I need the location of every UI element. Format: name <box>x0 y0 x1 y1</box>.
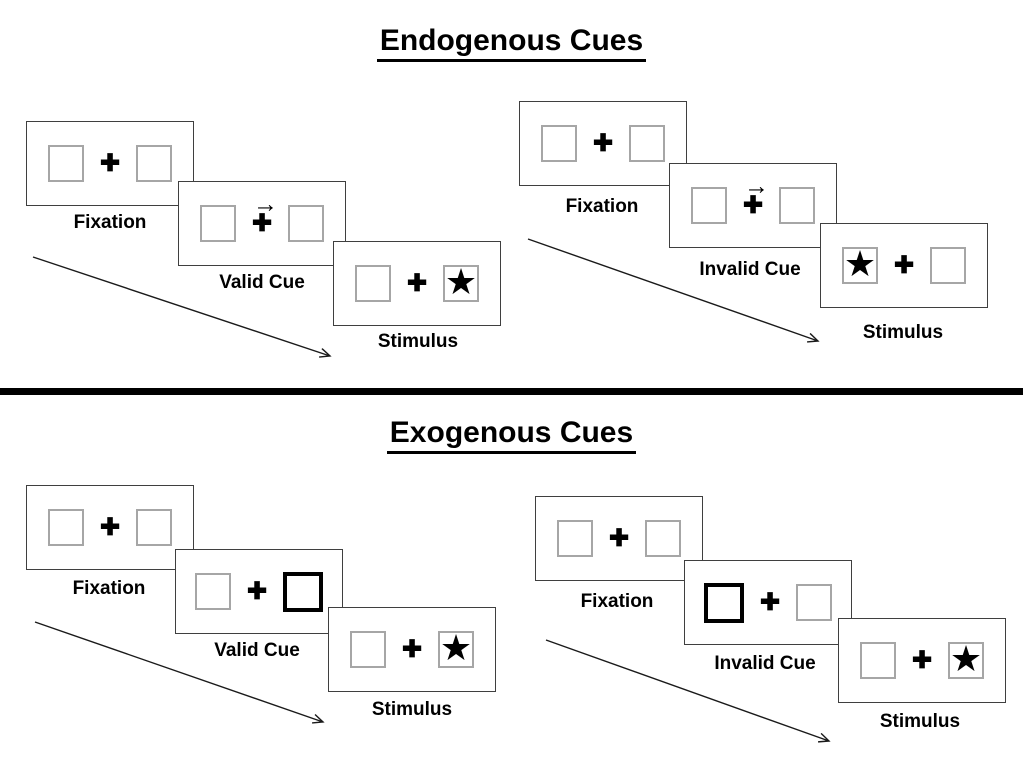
fixation-cross: ✚ <box>97 515 123 541</box>
fixation-cross: → ✚ <box>740 173 769 219</box>
exogenous-valid-cue-panel: ✚ <box>175 549 343 634</box>
endogenous-title-text: Endogenous Cues <box>376 24 647 62</box>
right-box <box>796 584 832 621</box>
star-icon: ★ <box>439 627 473 668</box>
right-box <box>629 125 665 162</box>
fixation-cross: ✚ <box>590 131 616 157</box>
endogenous-section-title: Endogenous Cues <box>0 24 1023 62</box>
left-box <box>48 145 84 182</box>
star-icon: ★ <box>444 261 478 302</box>
panel-label-stimulus: Stimulus <box>371 699 453 720</box>
fixation-cross-icon: ✚ <box>99 513 121 541</box>
panel-label-fixation: Fixation <box>580 591 654 612</box>
fixation-cross: → ✚ <box>249 191 278 237</box>
fixation-cross: ✚ <box>606 526 632 552</box>
endogenous-valid-cue-panel: → ✚ <box>178 181 346 266</box>
fixation-cross: ✚ <box>909 648 935 674</box>
fixation-cross: ✚ <box>244 579 270 605</box>
fixation-cross: ✚ <box>891 253 917 279</box>
left-box <box>557 520 593 557</box>
right-box-with-star: ★ <box>443 261 479 302</box>
exogenous-invalid-fixation-panel: ✚ <box>535 496 703 581</box>
endogenous-invalid-stimulus-panel: ★ ✚ <box>820 223 988 308</box>
fixation-cross: ✚ <box>399 637 425 663</box>
panel-label-stimulus: Stimulus <box>879 711 961 732</box>
fixation-cross: ✚ <box>757 590 783 616</box>
panel-label-fixation: Fixation <box>72 578 146 599</box>
exogenous-valid-stimulus-panel: ✚ ★ <box>328 607 496 692</box>
panel-label-invalid-cue: Invalid Cue <box>714 653 816 674</box>
left-box <box>350 631 386 668</box>
fixation-cross-icon: ✚ <box>406 269 428 297</box>
right-box-with-star: ★ <box>438 627 474 668</box>
panel-label-invalid-cue: Invalid Cue <box>699 259 801 280</box>
exogenous-invalid-stimulus-panel: ✚ ★ <box>838 618 1006 703</box>
exogenous-title-text: Exogenous Cues <box>386 416 637 454</box>
left-box <box>355 265 391 302</box>
left-box <box>691 187 727 224</box>
exogenous-valid-time-arrow <box>34 621 323 722</box>
right-box <box>136 509 172 546</box>
fixation-cross-icon: ✚ <box>759 588 781 616</box>
right-box-cue-highlight <box>283 571 323 612</box>
right-box <box>288 205 324 242</box>
left-box-with-star: ★ <box>842 243 878 284</box>
panel-label-fixation: Fixation <box>73 212 147 233</box>
left-box <box>195 573 231 610</box>
right-arrow-icon: → <box>253 189 278 218</box>
panel-label-stimulus: Stimulus <box>862 322 944 343</box>
star-icon: ★ <box>843 243 877 284</box>
left-box <box>48 509 84 546</box>
fixation-cross: ✚ <box>97 151 123 177</box>
panel-label-valid-cue: Valid Cue <box>214 640 300 661</box>
fixation-cross-icon: ✚ <box>592 129 614 157</box>
endogenous-invalid-cue-panel: → ✚ <box>669 163 837 248</box>
fixation-cross-icon: ✚ <box>99 149 121 177</box>
fixation-cross-icon: ✚ <box>893 251 915 279</box>
endogenous-invalid-fixation-panel: ✚ <box>519 101 687 186</box>
fixation-cross-icon: ✚ <box>246 577 268 605</box>
right-box <box>645 520 681 557</box>
endogenous-invalid-time-arrow <box>527 238 818 341</box>
right-box-with-star: ★ <box>948 638 984 679</box>
exogenous-valid-fixation-panel: ✚ <box>26 485 194 570</box>
panel-label-fixation: Fixation <box>565 196 639 217</box>
left-box <box>200 205 236 242</box>
star-icon: ★ <box>949 638 983 679</box>
left-box <box>541 125 577 162</box>
right-box <box>779 187 815 224</box>
endogenous-valid-fixation-panel: ✚ <box>26 121 194 206</box>
fixation-cross-icon: ✚ <box>251 209 273 237</box>
right-arrow-icon: → <box>744 171 769 200</box>
panel-label-valid-cue: Valid Cue <box>219 272 305 293</box>
fixation-cross-icon: ✚ <box>401 635 423 663</box>
left-box-cue-highlight <box>704 582 744 623</box>
exogenous-invalid-cue-panel: ✚ <box>684 560 852 645</box>
fixation-cross-icon: ✚ <box>742 191 764 219</box>
left-box <box>860 642 896 679</box>
fixation-cross-icon: ✚ <box>608 524 630 552</box>
endogenous-valid-stimulus-panel: ✚ ★ <box>333 241 501 326</box>
right-box <box>136 145 172 182</box>
exogenous-section-title: Exogenous Cues <box>0 416 1023 454</box>
panel-label-stimulus: Stimulus <box>377 331 459 352</box>
right-box <box>930 247 966 284</box>
section-divider <box>0 388 1023 395</box>
fixation-cross-icon: ✚ <box>911 646 933 674</box>
fixation-cross: ✚ <box>404 271 430 297</box>
